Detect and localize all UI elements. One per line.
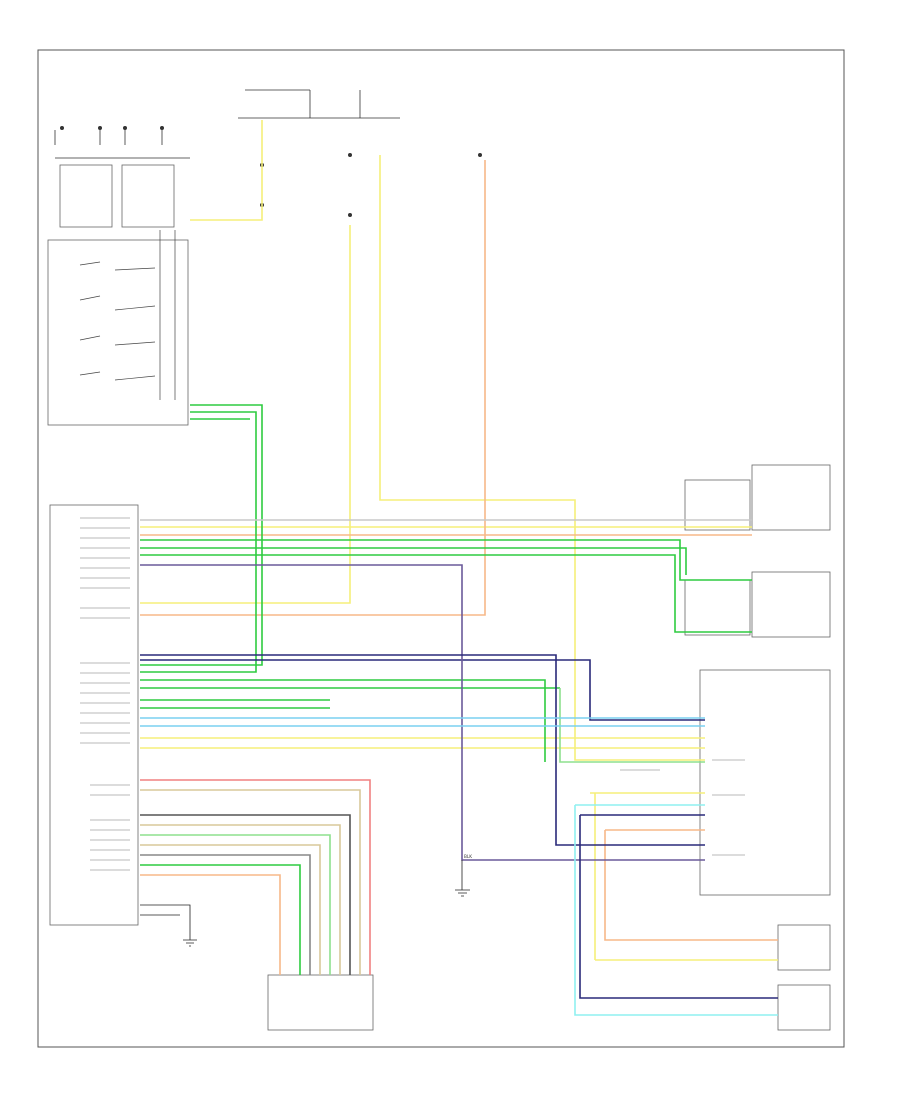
switch-module-right	[121, 164, 175, 228]
data-link-connector	[267, 974, 374, 1031]
diagram-frame	[37, 49, 845, 1048]
left-front-speaker-connector	[751, 464, 831, 531]
ground-symbol-radio	[183, 939, 197, 947]
amplifier-module	[699, 669, 831, 896]
right-front-speaker-connector	[751, 571, 831, 638]
radio-module	[49, 504, 139, 926]
ground-symbol	[455, 889, 470, 897]
fuse-block-top	[238, 89, 482, 217]
steering-wheel-control-switch	[47, 126, 190, 426]
right-rear-speaker	[777, 984, 831, 1031]
switch-module-left	[59, 164, 113, 228]
pin-labels	[80, 517, 745, 871]
switch-bank-box	[47, 239, 189, 426]
wires	[140, 120, 778, 1016]
ground-wires	[140, 860, 463, 940]
speaker-bracket-bottom	[684, 579, 751, 636]
mid-wire-label: BLK	[464, 854, 472, 859]
speaker-bracket-top	[684, 479, 751, 531]
left-rear-speaker	[777, 924, 831, 971]
